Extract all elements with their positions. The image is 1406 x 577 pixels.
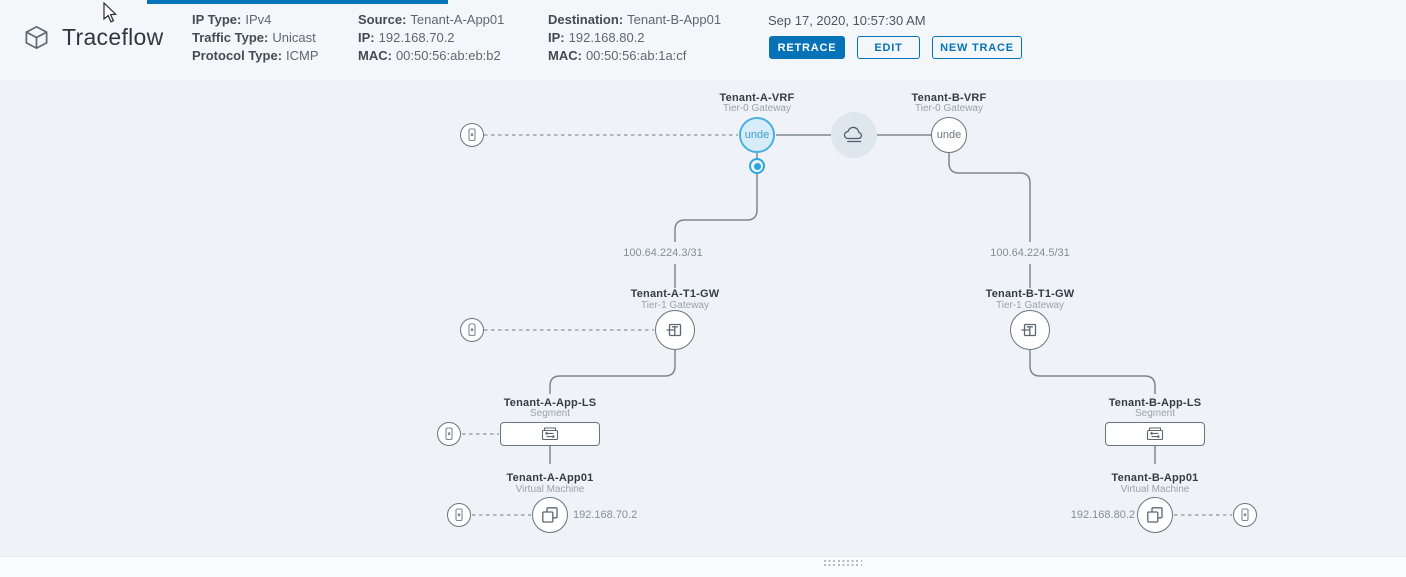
node-label-b-segment: Tenant-B-App-LS — [1108, 397, 1202, 409]
node-b-t1-tier1-gateway[interactable] — [1010, 310, 1050, 350]
node-label-a-t1: Tenant-A-T1-GW — [630, 288, 720, 300]
node-type-b-vrf: Tier-0 Gateway — [915, 103, 983, 114]
topology-canvas[interactable]: Tenant-A-VRF Tier-0 Gateway unde Tenant-… — [0, 80, 1406, 556]
node-b-vm-virtual-machine[interactable] — [1137, 497, 1173, 533]
node-b-vrf-badge: unde — [936, 129, 962, 141]
destination-mac-label: MAC: — [548, 48, 582, 63]
retrace-button[interactable]: RETRACE — [769, 36, 845, 59]
app-title-group: Traceflow — [23, 24, 164, 51]
tier1-gateway-icon — [665, 320, 685, 340]
destination-value: Tenant-B-App01 — [627, 12, 722, 27]
tier1-gateway-icon — [1020, 320, 1040, 340]
trace-type-column: IP Type:IPv4 Traffic Type:Unicast Protoc… — [192, 11, 319, 65]
new-trace-button[interactable]: NEW TRACE — [932, 36, 1022, 59]
segment-switch-icon — [1145, 426, 1165, 442]
node-label-a-segment: Tenant-A-App-LS — [503, 397, 597, 409]
link-a-vrf-down — [674, 153, 758, 242]
node-a-vrf-badge: unde — [744, 129, 770, 141]
node-label-a-vm: Tenant-A-App01 — [506, 472, 594, 484]
link-b-vrf-down — [948, 153, 1031, 242]
link-a-t1-segment — [549, 350, 676, 394]
node-label-b-vm: Tenant-B-App01 — [1111, 472, 1199, 484]
top-accent-bar — [147, 0, 448, 4]
observation-port-a-vm[interactable] — [447, 503, 471, 527]
virtual-machine-icon — [1145, 505, 1165, 525]
node-b-segment[interactable] — [1105, 422, 1205, 446]
protocol-type-value: ICMP — [286, 48, 319, 63]
link-b-t1-segment — [1029, 350, 1156, 394]
mouse-cursor — [103, 2, 117, 23]
virtual-machine-icon — [540, 505, 560, 525]
node-type-b-segment: Segment — [1134, 408, 1176, 419]
node-label-a-vrf: Tenant-A-VRF — [719, 92, 795, 104]
destination-label: Destination: — [548, 12, 624, 27]
cloud-node — [831, 112, 877, 158]
node-a-vrf-tier0-gateway[interactable]: unde — [739, 117, 775, 153]
cloud-icon — [841, 125, 867, 145]
source-value: Tenant-A-App01 — [410, 12, 505, 27]
trace-point-marker — [749, 158, 765, 174]
destination-ip-value: 192.168.80.2 — [568, 30, 645, 45]
node-type-b-t1: Tier-1 Gateway — [996, 300, 1064, 311]
source-ip-value: 192.168.70.2 — [378, 30, 455, 45]
source-mac-value: 00:50:56:ab:eb:b2 — [395, 48, 501, 63]
uplink-ip-a: 100.64.224.3/31 — [623, 247, 703, 259]
source-mac-label: MAC: — [358, 48, 392, 63]
panel-resize-handle[interactable] — [824, 560, 862, 568]
node-a-t1-tier1-gateway[interactable] — [655, 310, 695, 350]
page-title: Traceflow — [62, 24, 164, 50]
node-a-segment[interactable] — [500, 422, 600, 446]
uplink-ip-b: 100.64.224.5/31 — [990, 247, 1070, 259]
bottom-panel-edge — [0, 556, 1406, 577]
source-column: Source:Tenant-A-App01 IP:192.168.70.2 MA… — [358, 11, 504, 65]
observation-port-b-vm[interactable] — [1233, 503, 1257, 527]
traffic-type-value: Unicast — [272, 30, 316, 45]
node-type-a-vrf: Tier-0 Gateway — [723, 103, 791, 114]
node-type-b-vm: Virtual Machine — [1120, 484, 1190, 495]
traffic-type-label: Traffic Type: — [192, 30, 269, 45]
node-a-vm-virtual-machine[interactable] — [532, 497, 568, 533]
node-label-b-vrf: Tenant-B-VRF — [911, 92, 987, 104]
source-label: Source: — [358, 12, 407, 27]
ip-type-label: IP Type: — [192, 12, 242, 27]
observation-port-a-vrf[interactable] — [460, 123, 484, 147]
connector-lines — [462, 134, 1232, 516]
node-b-vrf-tier0-gateway[interactable]: unde — [931, 117, 967, 153]
vm-ip-b: 192.168.80.2 — [1070, 509, 1135, 521]
edit-button[interactable]: EDIT — [857, 36, 920, 59]
ip-type-value: IPv4 — [245, 12, 272, 27]
observation-port-a-t1[interactable] — [460, 318, 484, 342]
source-ip-label: IP: — [358, 30, 375, 45]
protocol-type-label: Protocol Type: — [192, 48, 283, 63]
destination-mac-value: 00:50:56:ab:1a:cf — [585, 48, 687, 63]
observation-port-a-segment[interactable] — [437, 422, 461, 446]
node-type-a-t1: Tier-1 Gateway — [641, 300, 709, 311]
node-label-b-t1: Tenant-B-T1-GW — [985, 288, 1075, 300]
trace-timestamp: Sep 17, 2020, 10:57:30 AM — [768, 13, 926, 28]
destination-ip-label: IP: — [548, 30, 565, 45]
segment-switch-icon — [540, 426, 560, 442]
vm-ip-a: 192.168.70.2 — [573, 509, 638, 521]
traceflow-cube-icon — [23, 24, 50, 51]
node-type-a-vm: Virtual Machine — [515, 484, 585, 495]
destination-column: Destination:Tenant-B-App01 IP:192.168.80… — [548, 11, 721, 65]
node-type-a-segment: Segment — [529, 408, 571, 419]
header-bar: Traceflow IP Type:IPv4 Traffic Type:Unic… — [0, 0, 1406, 80]
